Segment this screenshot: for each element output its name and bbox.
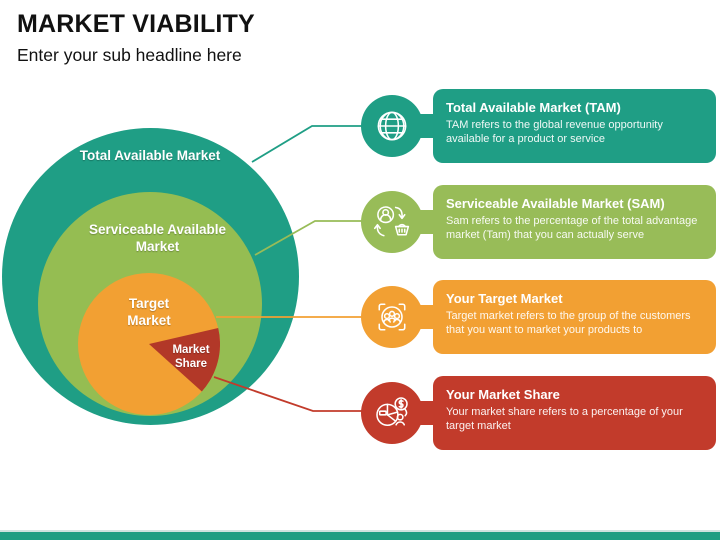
customer-retention-icon xyxy=(361,190,423,253)
callout-tab xyxy=(416,400,438,425)
callout-body: Your market share refers to a percentage… xyxy=(446,405,683,432)
callout-tam: Total Available Market (TAM) TAM refers … xyxy=(358,89,716,163)
callout-title: Your Target Market xyxy=(446,291,563,306)
market-share-icon xyxy=(361,381,423,444)
callout-box: Total Available Market (TAM) TAM refers … xyxy=(433,89,716,163)
callout-title: Serviceable Available Market (SAM) xyxy=(446,195,665,211)
callout-sam: Serviceable Available Market (SAM) Sam r… xyxy=(358,184,716,259)
callout-market-share: Your Market Share Your market share refe… xyxy=(358,375,716,450)
page-title: MARKET VIABILITY xyxy=(17,10,255,38)
callout-tab xyxy=(416,114,438,138)
callout-box: Serviceable Available Market (SAM) Sam r… xyxy=(433,184,716,259)
callout-target-market: Your Target Market Target market refers … xyxy=(358,280,716,354)
page-subtitle: Enter your sub headline here xyxy=(17,45,242,65)
callout-title: Your Market Share xyxy=(446,386,560,402)
callout-box: Your Target Market Target market refers … xyxy=(433,280,716,354)
label-target-market: Target Market xyxy=(127,296,171,329)
callout-body: Target market refers to the group of the… xyxy=(446,310,691,337)
callout-body: Sam refers to the percentage of the tota… xyxy=(446,214,698,241)
callout-tab xyxy=(416,305,438,329)
callout-title: Total Available Market (TAM) xyxy=(446,100,621,115)
callout-tab xyxy=(416,209,438,234)
target-audience-icon xyxy=(361,286,423,348)
label-total-available-market: Total Available Market xyxy=(79,148,221,163)
connector-line-tam xyxy=(251,125,362,163)
globe-icon xyxy=(361,95,423,157)
callout-box: Your Market Share Your market share refe… xyxy=(433,375,716,450)
market-share-wedge xyxy=(149,328,220,392)
label-serviceable-available-market: Serviceable Available Market xyxy=(88,222,227,255)
label-market-share: Market Share xyxy=(172,344,210,371)
footer-accent-bar xyxy=(0,530,720,540)
callout-body: TAM refers to the global revenue opportu… xyxy=(446,119,663,146)
